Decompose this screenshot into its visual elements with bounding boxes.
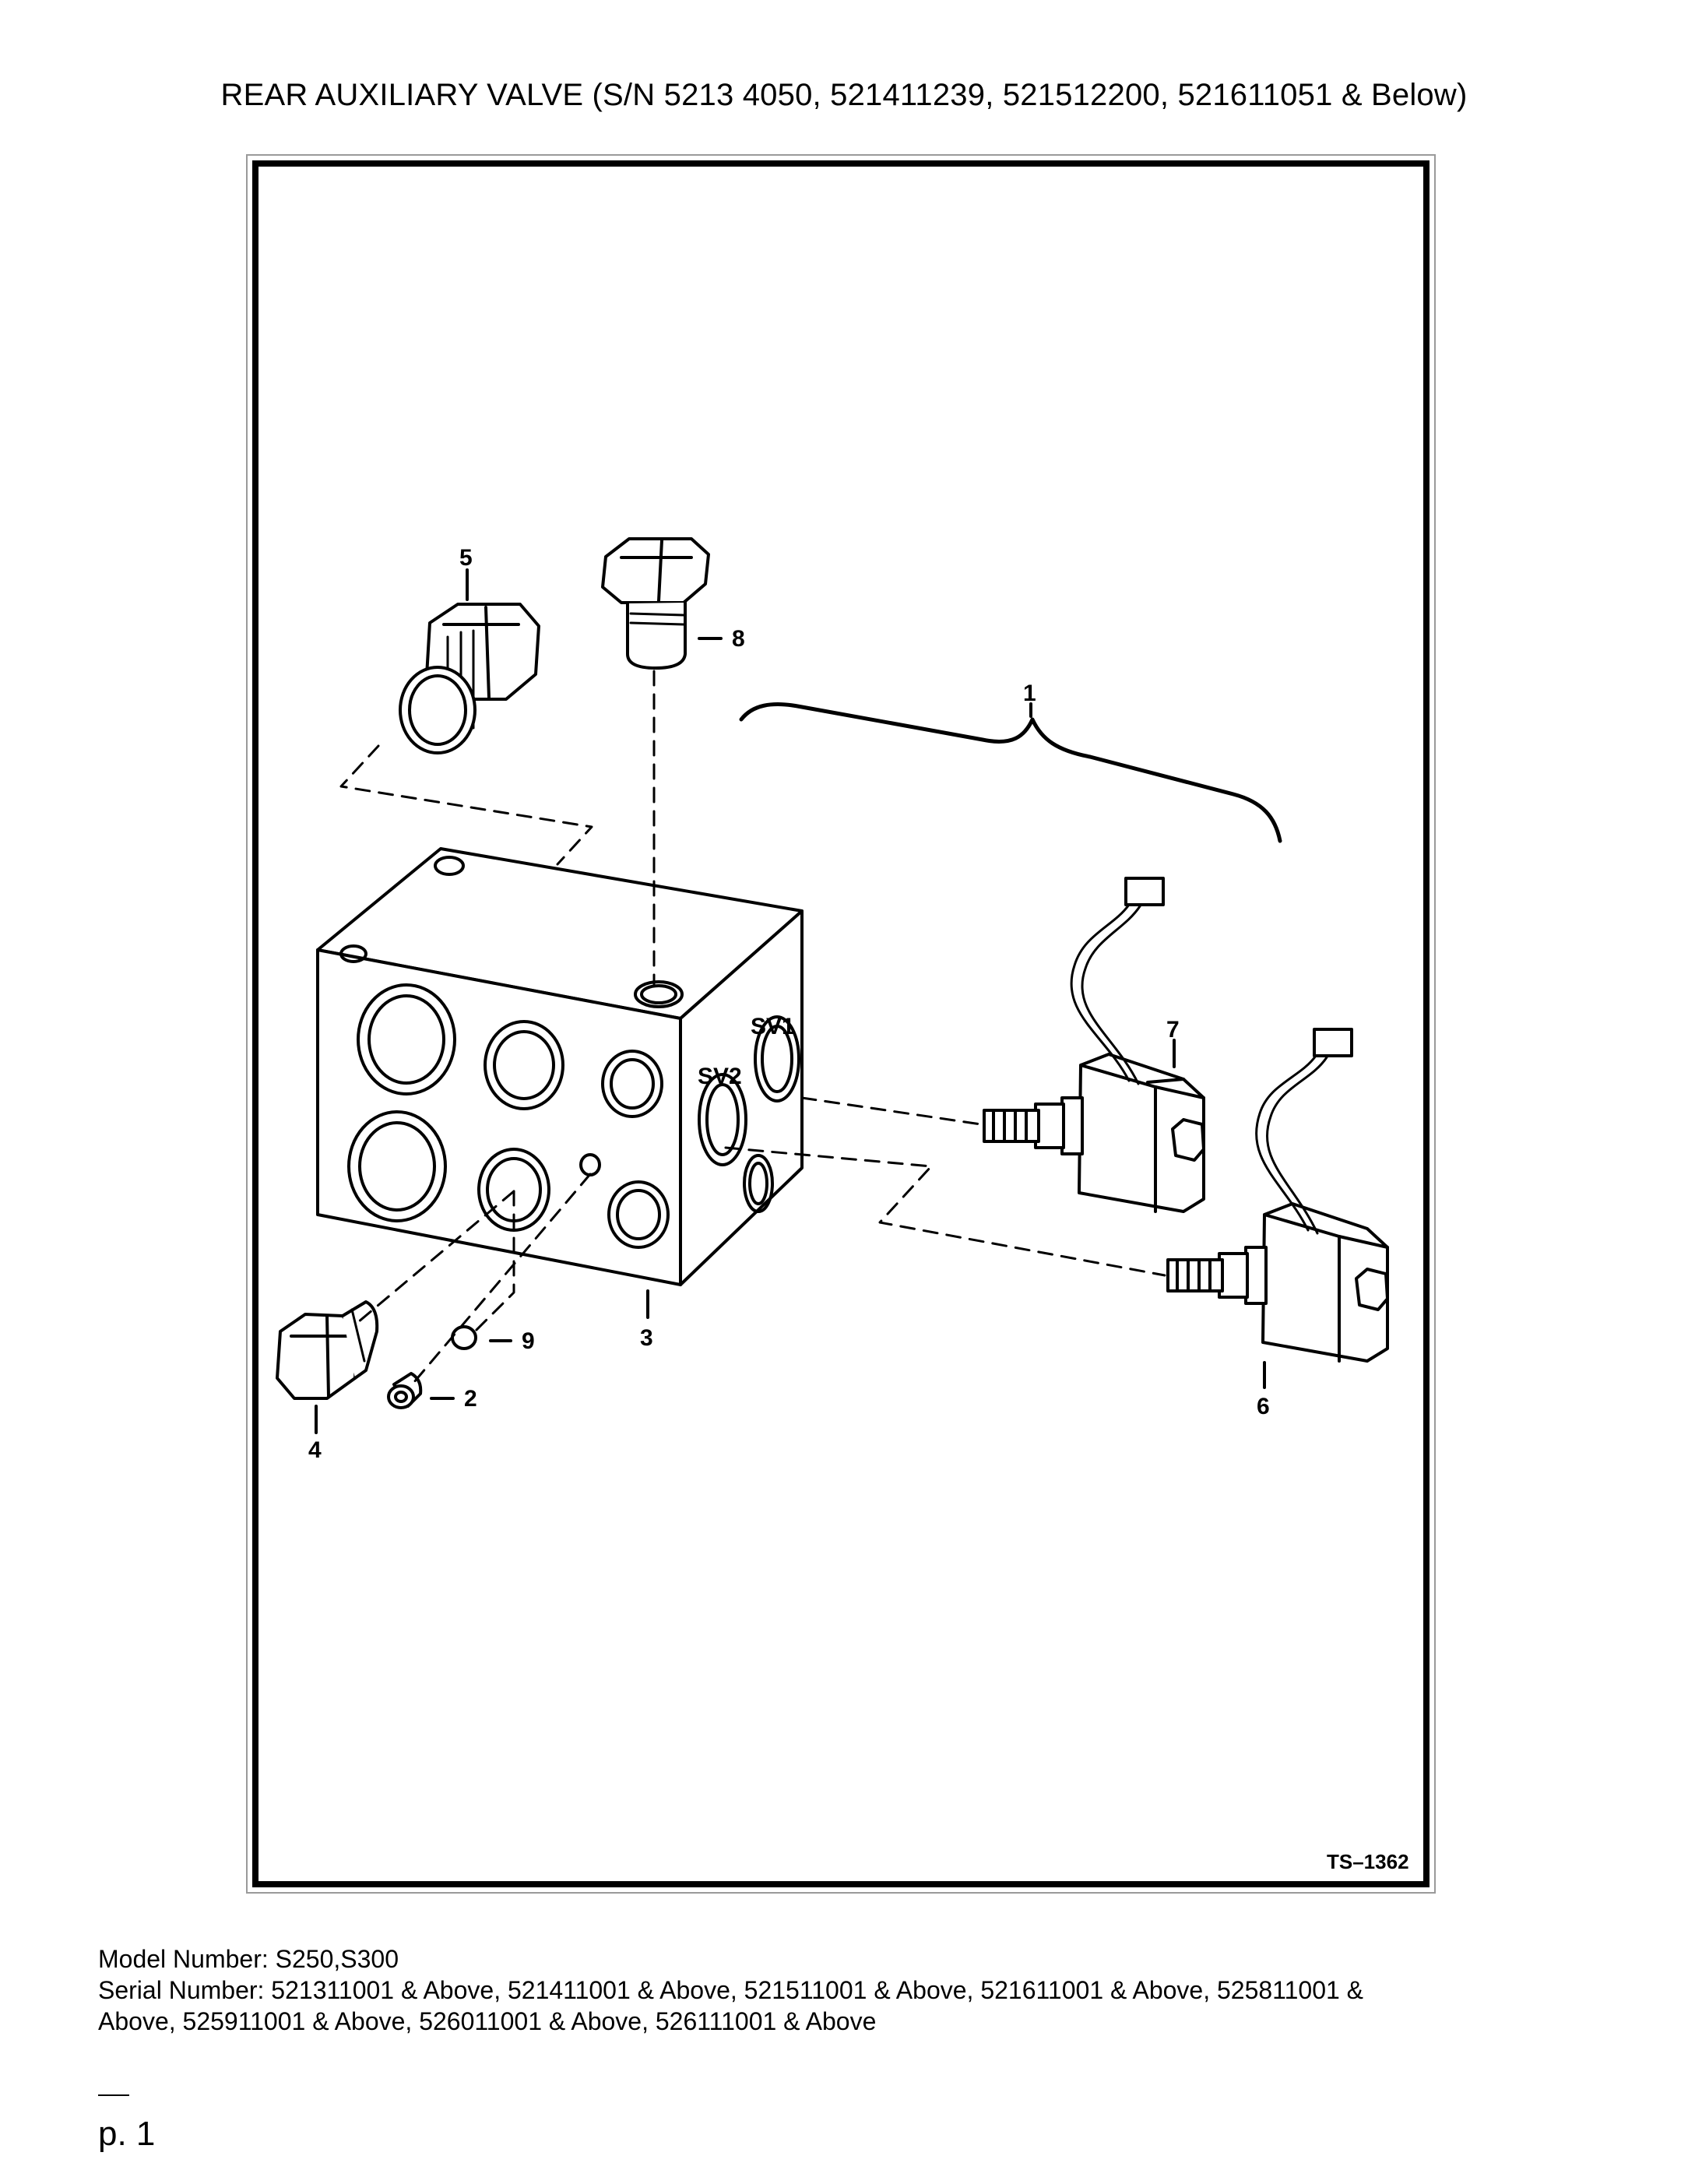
callout-7: 7	[1166, 1017, 1180, 1043]
model-number: Model Number: S250,S300	[98, 1945, 399, 1973]
leader-lines	[315, 568, 1266, 1434]
drawing-number: TS–1362	[1327, 1850, 1409, 1873]
callout-5: 5	[459, 545, 473, 571]
port-label-sv1: SV1	[751, 1014, 795, 1039]
part-5-fitting	[399, 603, 540, 754]
callout-1: 1	[1023, 681, 1036, 706]
footer-info: Model Number: S250,S300 Serial Number: 5…	[98, 1943, 1593, 2037]
assembly-lines	[339, 670, 1166, 1389]
part-7-solenoid-valve	[983, 877, 1205, 1213]
callout-9: 9	[522, 1328, 535, 1354]
kit-brace	[739, 702, 1282, 843]
callout-6: 6	[1257, 1394, 1270, 1419]
page-number: p. 1	[98, 2115, 156, 2153]
part-9-oring	[451, 1325, 477, 1350]
callout-8: 8	[732, 626, 745, 652]
serial-number-line-1: Serial Number: 521311001 & Above, 521411…	[98, 1976, 1364, 2004]
page-title: REAR AUXILIARY VALVE (S/N 5213 4050, 521…	[220, 78, 1468, 112]
callout-2: 2	[464, 1386, 477, 1412]
page-rule	[98, 2094, 129, 2096]
part-6-solenoid-valve	[1166, 1028, 1389, 1363]
valve-block	[316, 847, 804, 1286]
serial-number-line-2: Above, 525911001 & Above, 526011001 & Ab…	[98, 2007, 877, 2035]
callout-4: 4	[308, 1437, 322, 1463]
part-2-setscrew	[387, 1372, 423, 1409]
part-8-plug	[601, 537, 710, 670]
part-4-plug	[276, 1300, 379, 1400]
port-label-sv2: SV2	[698, 1064, 742, 1089]
drawing-frame-outer	[246, 154, 1436, 1894]
drawing-frame	[252, 160, 1430, 1887]
callout-3: 3	[640, 1325, 653, 1351]
